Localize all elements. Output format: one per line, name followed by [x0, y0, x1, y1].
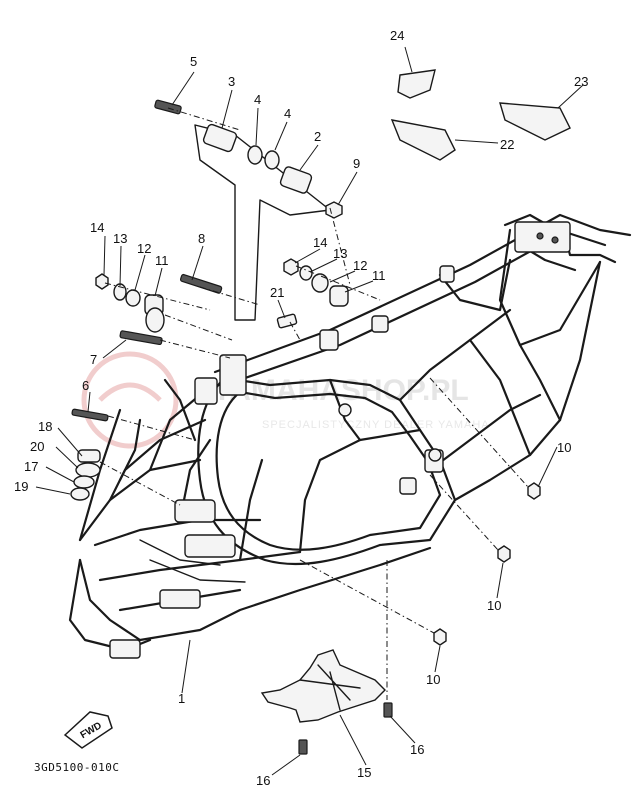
- rail-bracket-a: [319, 329, 339, 351]
- nut-14-right: [283, 258, 299, 276]
- bushing-11-left-b: [145, 307, 165, 333]
- spacer-19: [70, 487, 90, 501]
- label-part-12b: 12: [353, 258, 367, 273]
- bolt-16-left: [298, 739, 308, 755]
- rail-bracket-c: [439, 265, 455, 283]
- label-part-3: 3: [228, 74, 235, 89]
- label-part-11b: 11: [372, 268, 386, 283]
- collar-2: [279, 166, 313, 194]
- nut-10-c: [433, 628, 447, 646]
- right-mount-hardware: [276, 258, 349, 329]
- label-part-5: 5: [190, 54, 197, 69]
- watermark: YAMAHASHOP.PL SPECJALISTYCZNY DEALER YAM…: [81, 351, 490, 449]
- nut-9: [325, 201, 343, 219]
- label-part-16a: 16: [410, 742, 424, 757]
- lower-mid-bracket: [399, 477, 417, 495]
- strap-23: [499, 102, 571, 141]
- washer-13-right: [299, 265, 313, 281]
- top-rubber-parts: [390, 69, 571, 161]
- label-part-16b: 16: [256, 773, 270, 788]
- upper-mount-assembly: [154, 99, 343, 321]
- label-part-8: 8: [198, 231, 205, 246]
- label-part-22: 22: [500, 137, 514, 152]
- label-part-9: 9: [353, 156, 360, 171]
- collar-3: [202, 123, 238, 153]
- nut-10-a: [527, 482, 541, 500]
- label-part-13b: 13: [333, 246, 347, 261]
- label-part-4b: 4: [284, 106, 291, 121]
- label-part-21: 21: [270, 285, 284, 300]
- watermark-logo-icon: [81, 351, 179, 449]
- spacer-18: [77, 449, 101, 463]
- label-part-1: 1: [178, 691, 185, 706]
- label-part-23: 23: [574, 74, 588, 89]
- damper-24: [397, 69, 436, 99]
- fwd-arrow-icon: FWD: [63, 711, 113, 749]
- left-mount-hardware: [71, 273, 223, 422]
- bolt-8: [179, 273, 223, 294]
- label-part-17: 17: [24, 459, 38, 474]
- label-part-18: 18: [38, 419, 52, 434]
- label-part-13a: 13: [113, 231, 127, 246]
- label-part-20: 20: [30, 439, 44, 454]
- label-part-10c: 10: [426, 672, 440, 687]
- frame-boss-a: [338, 403, 352, 417]
- drawing-code: 3GD5100-010C: [34, 761, 119, 774]
- bolt-7: [119, 330, 163, 346]
- washer-12-right: [311, 273, 329, 293]
- label-part-14a: 14: [90, 220, 104, 235]
- spacer-17: [73, 475, 95, 489]
- label-part-12a: 12: [137, 241, 151, 256]
- label-part-2: 2: [314, 129, 321, 144]
- label-part-19: 19: [14, 479, 28, 494]
- nut-14-left: [95, 273, 109, 290]
- label-part-6: 6: [82, 378, 89, 393]
- nuts-10: [433, 482, 541, 646]
- label-part-15: 15: [357, 765, 371, 780]
- bolt-5: [154, 99, 182, 115]
- frame-boss-b: [428, 448, 442, 462]
- front-lower-mount: [109, 639, 141, 659]
- label-part-10b: 10: [487, 598, 501, 613]
- leader-lines: [35, 46, 584, 776]
- alignment-lines: [99, 107, 529, 700]
- frame-side-bracket: [194, 377, 218, 405]
- main-frame: [68, 213, 632, 659]
- washer-4-left: [247, 145, 263, 165]
- engine-mount-block-center: [184, 534, 236, 558]
- clip-21: [276, 313, 298, 329]
- washer-12-left: [125, 289, 141, 307]
- watermark-brand: YAMAHASHOP.PL: [212, 374, 469, 407]
- washer-4-right: [264, 150, 280, 170]
- front-skid-plate: [159, 589, 201, 609]
- engine-mount-block-left: [174, 499, 216, 523]
- engine-bracket-15: [260, 649, 393, 755]
- frame-head-bracket: [219, 354, 247, 396]
- label-part-7: 7: [90, 352, 97, 367]
- bolt-16-right: [383, 702, 393, 718]
- label-part-10a: 10: [557, 440, 571, 455]
- bolt-6: [71, 408, 109, 422]
- front-spacer-stack: [70, 449, 101, 501]
- bushing-11-right: [329, 285, 349, 307]
- pad-22: [390, 119, 456, 161]
- label-part-4a: 4: [254, 92, 261, 107]
- part-number-labels: 5 3 4 4 2 9 24 22 23 14 13 12 11 8 14 13…: [14, 28, 588, 788]
- rail-bracket-b: [371, 315, 389, 333]
- nut-10-b: [497, 545, 511, 563]
- label-part-24: 24: [390, 28, 404, 43]
- spacer-20: [75, 462, 101, 478]
- watermark-tagline: SPECJALISTYCZNY DEALER YAMAHA: [262, 419, 490, 431]
- label-part-11a: 11: [155, 253, 169, 268]
- label-part-14b: 14: [313, 235, 327, 250]
